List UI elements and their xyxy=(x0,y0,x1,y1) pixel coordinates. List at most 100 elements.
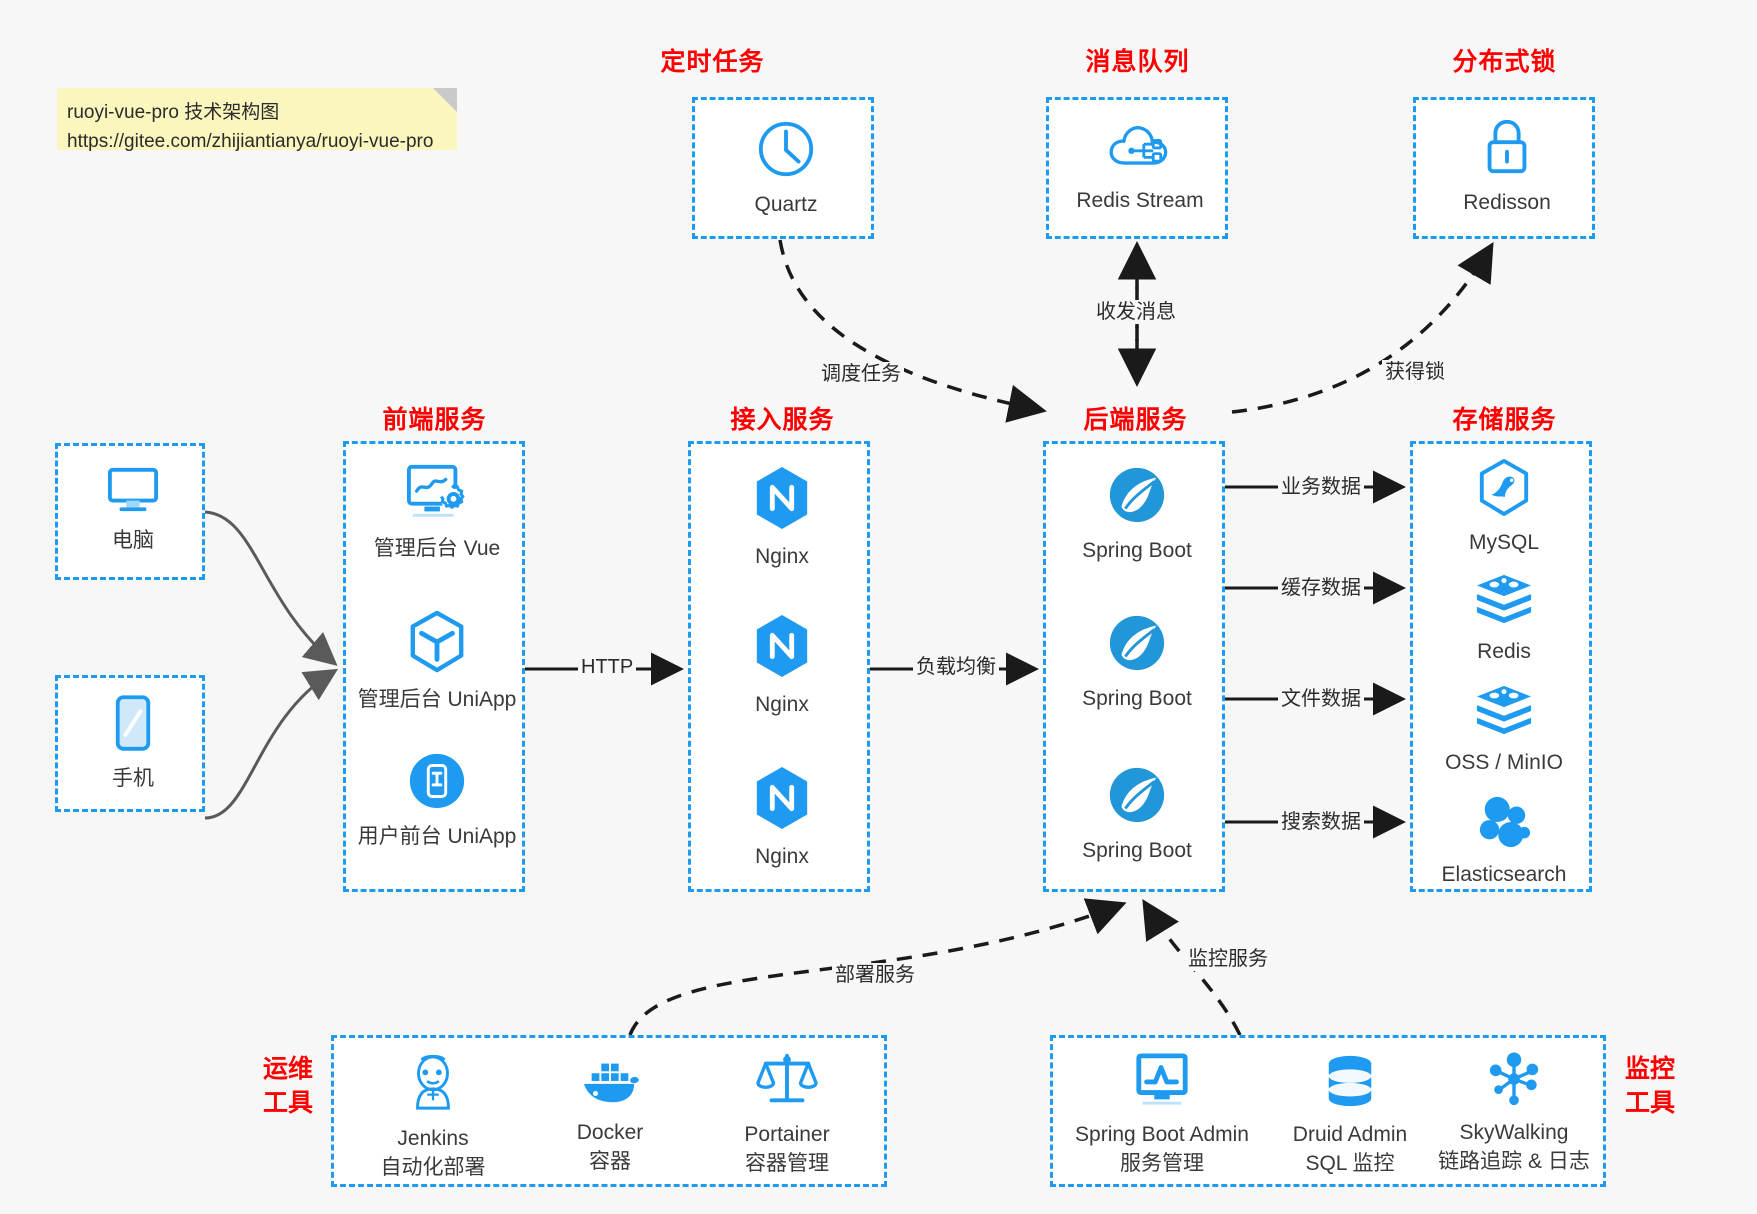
group-box-storage: MySQL Redis xyxy=(1410,441,1592,892)
node-label: SkyWalking xyxy=(1459,1121,1569,1144)
group-title-frontend: 前端服务 xyxy=(382,406,487,434)
node-druid-admin[interactable]: Druid Admin SQL 监控 xyxy=(1265,1052,1435,1179)
cube-icon xyxy=(406,609,468,680)
monitor-chart-icon xyxy=(1131,1052,1193,1115)
monitor-title-line1: 监控 xyxy=(1624,1055,1675,1083)
node-label: Nginx xyxy=(755,545,809,568)
database-icon xyxy=(1322,1052,1378,1115)
edge-label-monitoring: 监控服务 xyxy=(1185,947,1271,971)
devops-title-line2: 工具 xyxy=(262,1089,313,1117)
note-line-2: https://gitee.com/zhijiantianya/ruoyi-vu… xyxy=(67,131,434,152)
node-redisson[interactable]: Redisson xyxy=(1416,116,1598,217)
group-box-monitor: Spring Boot Admin 服务管理 Druid Admin SQL 监… xyxy=(1050,1035,1606,1187)
monitor-title-line2: 工具 xyxy=(1624,1089,1675,1117)
edge-label-schedule: 调度任务 xyxy=(818,362,904,386)
node-jenkins[interactable]: Jenkins 自动化部署 xyxy=(348,1052,518,1183)
node-label: Docker xyxy=(576,1121,644,1144)
node-admin-vue[interactable]: 管理后台 Vue xyxy=(346,462,528,563)
node-nginx-3[interactable]: Nginx xyxy=(691,764,873,871)
node-spring-boot-2[interactable]: Spring Boot xyxy=(1046,612,1228,713)
scales-icon xyxy=(756,1050,818,1115)
node-label: Jenkins xyxy=(397,1127,469,1150)
node-label: 用户前台 UniApp xyxy=(357,825,517,848)
node-redis[interactable]: Redis xyxy=(1413,571,1595,666)
edge-label-biz-data: 业务数据 xyxy=(1278,475,1364,499)
group-title-backend: 后端服务 xyxy=(1083,406,1188,434)
node-quartz[interactable]: Quartz xyxy=(695,118,877,219)
mysql-icon xyxy=(1476,458,1532,523)
nginx-icon xyxy=(751,612,813,685)
group-box-client-desktop: 电脑 xyxy=(55,443,205,580)
edge-label-deploy: 部署服务 xyxy=(832,963,918,987)
nginx-icon xyxy=(751,764,813,837)
node-sublabel: 链路追踪 & 日志 xyxy=(1438,1150,1590,1173)
node-sublabel: SQL 监控 xyxy=(1305,1152,1395,1175)
node-desktop[interactable]: 电脑 xyxy=(58,464,208,555)
skywalking-icon xyxy=(1485,1052,1543,1113)
note-fold-corner xyxy=(433,88,457,112)
node-label: 手机 xyxy=(112,767,154,790)
node-skywalking[interactable]: SkyWalking 链路追踪 & 日志 xyxy=(1421,1052,1607,1177)
group-title-lock: 分布式锁 xyxy=(1452,48,1557,76)
node-label: 管理后台 UniApp xyxy=(357,688,517,711)
node-nginx-2[interactable]: Nginx xyxy=(691,612,873,719)
node-label: Redisson xyxy=(1463,191,1551,214)
group-box-scheduler: Quartz xyxy=(692,97,874,239)
group-box-mq: Redis Stream xyxy=(1046,97,1228,239)
group-title-devops: 运维 工具 xyxy=(253,1052,323,1120)
node-admin-uniapp[interactable]: 管理后台 UniApp xyxy=(346,609,528,714)
edge-label-file-data: 文件数据 xyxy=(1278,687,1364,711)
docker-icon xyxy=(578,1052,642,1113)
devops-title-line1: 运维 xyxy=(262,1055,313,1083)
cloud-stream-icon xyxy=(1106,118,1174,181)
redis-icon xyxy=(1473,571,1535,632)
spring-boot-icon xyxy=(1106,612,1168,679)
group-title-gateway: 接入服务 xyxy=(730,406,835,434)
spring-boot-icon xyxy=(1106,464,1168,531)
note-line-1: ruoyi-vue-pro 技术架构图 xyxy=(67,102,280,123)
clock-icon xyxy=(755,118,817,185)
node-spring-boot-admin[interactable]: Spring Boot Admin 服务管理 xyxy=(1057,1052,1267,1179)
group-title-monitor: 监控 工具 xyxy=(1615,1052,1685,1120)
node-label: Druid Admin xyxy=(1292,1123,1408,1146)
node-label: Nginx xyxy=(755,693,809,716)
phone-app-icon xyxy=(406,750,468,817)
group-box-devops: Jenkins 自动化部署 Docker 容器 xyxy=(331,1035,887,1187)
node-mobile[interactable]: 手机 xyxy=(58,694,208,793)
desktop-icon xyxy=(104,464,162,521)
node-docker[interactable]: Docker 容器 xyxy=(525,1052,695,1177)
node-label: Nginx xyxy=(755,845,809,868)
node-label: Redis Stream xyxy=(1076,189,1204,212)
node-label: OSS / MinIO xyxy=(1445,751,1563,774)
node-label: MySQL xyxy=(1468,531,1539,554)
node-portainer[interactable]: Portainer 容器管理 xyxy=(702,1050,872,1179)
node-label: 电脑 xyxy=(112,529,154,552)
node-label: Spring Boot xyxy=(1082,539,1192,562)
node-user-uniapp[interactable]: 用户前台 UniApp xyxy=(346,750,528,851)
group-box-backend: Spring Boot Spring Boot Spring Boot xyxy=(1043,441,1225,892)
node-mysql[interactable]: MySQL xyxy=(1413,458,1595,557)
edge-label-http: HTTP xyxy=(578,655,637,679)
node-label: Redis xyxy=(1477,640,1531,663)
node-label: Portainer xyxy=(744,1123,830,1146)
elasticsearch-icon xyxy=(1474,794,1534,855)
spring-boot-icon xyxy=(1106,764,1168,831)
node-sublabel: 容器管理 xyxy=(745,1152,829,1175)
group-box-gateway: Nginx Nginx Nginx xyxy=(688,441,870,892)
redis-icon xyxy=(1473,682,1535,743)
group-box-lock: Redisson xyxy=(1413,97,1595,239)
node-spring-boot-1[interactable]: Spring Boot xyxy=(1046,464,1228,565)
node-oss-minio[interactable]: OSS / MinIO xyxy=(1413,682,1595,777)
node-elasticsearch[interactable]: Elasticsearch xyxy=(1413,794,1595,889)
group-title-mq: 消息队列 xyxy=(1085,48,1190,76)
node-redis-stream[interactable]: Redis Stream xyxy=(1049,118,1231,215)
edge-label-load-balance: 负载均衡 xyxy=(913,655,999,679)
edge-label-mq-message: 收发消息 xyxy=(1093,300,1179,324)
group-box-frontend: 管理后台 Vue 管理后台 UniApp 用户前台 UniApp xyxy=(343,441,525,892)
node-spring-boot-3[interactable]: Spring Boot xyxy=(1046,764,1228,865)
node-label: Spring Boot xyxy=(1082,839,1192,862)
node-nginx-1[interactable]: Nginx xyxy=(691,464,873,571)
node-label: Spring Boot Admin xyxy=(1075,1123,1249,1146)
edge-label-search-data: 搜索数据 xyxy=(1278,810,1364,834)
